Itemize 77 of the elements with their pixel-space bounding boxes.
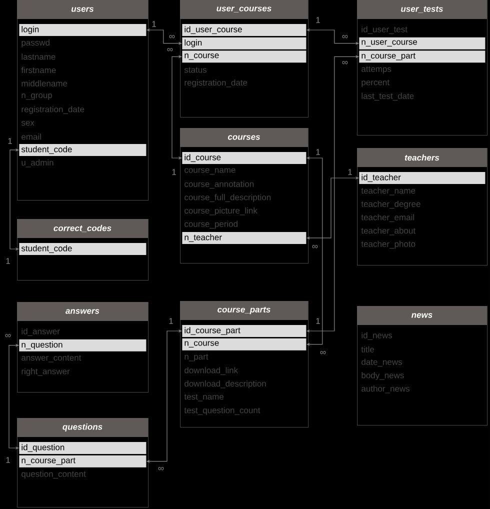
table: news id_news title date_news body_news author_news <box>357 306 488 426</box>
column-name: teacher_email <box>361 214 414 222</box>
column-name: teacher_photo <box>361 240 416 249</box>
cardinality-label: ∞ <box>167 48 173 52</box>
key-field: n_course <box>182 338 306 350</box>
column-name: teacher_name <box>361 187 416 196</box>
cardinality-label: 1 <box>316 17 320 23</box>
column-name: author_news <box>362 385 410 394</box>
cardinality-label: ∞ <box>158 466 164 470</box>
cardinality-label: 1 <box>152 21 156 27</box>
column-name: u_admin <box>22 159 54 168</box>
column-name: firstname <box>21 66 56 74</box>
column-name: email <box>22 134 41 140</box>
column-name: course_picture_link <box>184 207 258 216</box>
column-name: test_question_count <box>184 407 260 415</box>
column-name: course_annotation <box>184 180 254 189</box>
cardinality-label: ∞ <box>5 334 11 338</box>
column-name: middlename <box>22 80 68 86</box>
column-name: course_period <box>184 220 238 229</box>
cardinality-label: 1 <box>316 318 320 324</box>
column-name: teacher_about <box>361 227 416 236</box>
column-name: course_full_description <box>184 194 271 202</box>
column-name: sex <box>21 120 34 126</box>
cardinality-label: 1 <box>172 169 176 175</box>
key-field: id_teacher <box>359 172 486 184</box>
column-name: download_link <box>184 367 238 375</box>
column-name: body_news <box>362 372 404 380</box>
column-name: date_news <box>362 358 402 367</box>
key-field: id_course <box>182 152 306 164</box>
key-field: n_teacher <box>182 232 306 244</box>
column-name: title <box>361 346 374 352</box>
column-name: n_part <box>184 354 208 362</box>
key-field: n_course_part <box>19 455 146 468</box>
key-field: student_code <box>19 243 146 255</box>
column-name: question_content <box>22 470 86 479</box>
column-name: attemps <box>362 66 392 74</box>
key-field: n_user_course <box>359 37 486 50</box>
column-name: passwd <box>22 39 50 48</box>
key-field: login <box>182 37 306 50</box>
cardinality-label: 1 <box>169 318 173 324</box>
key-field: student_code <box>19 144 146 156</box>
column-name: answer_content <box>22 355 82 362</box>
cardinality-label: 1 <box>348 169 352 175</box>
cardinality-label: ∞ <box>312 244 318 248</box>
column-name: status <box>184 67 207 73</box>
node-label: n_course_part <box>22 458 76 465</box>
column-name: id_answer <box>22 328 60 336</box>
cardinality-label: ∞ <box>169 34 175 38</box>
node-label: login <box>184 39 202 48</box>
key-field: n_course_part <box>359 50 486 63</box>
key-field: login <box>19 24 146 36</box>
node-label: n_course <box>184 341 219 348</box>
key-field: n_course <box>182 50 306 63</box>
cardinality-label: 1 <box>316 149 320 155</box>
cardinality-label: 1 <box>8 138 12 144</box>
column-name: registration_date <box>22 106 84 114</box>
column-name: id_user_test <box>362 26 408 34</box>
cardinality-label: ∞ <box>342 60 348 64</box>
key-field: id_user_course <box>182 24 306 36</box>
column-name: right_answer <box>22 368 70 376</box>
column-name: teacher_degree <box>361 200 420 209</box>
key-field: id_course_part <box>182 325 306 337</box>
column-name: last_test_date <box>362 92 414 101</box>
column-name: download_description <box>184 380 266 388</box>
column-name: id_news <box>362 332 392 340</box>
cardinality-label: ∞ <box>342 34 348 38</box>
column-name: n_group <box>22 93 52 100</box>
key-field: n_question <box>19 339 146 352</box>
column-name: course_name <box>184 168 236 174</box>
column-name: registration_date <box>184 79 248 88</box>
column-name: lastname <box>22 54 56 60</box>
cardinality-label: 1 <box>6 258 10 264</box>
cardinality-label: 1 <box>6 457 10 463</box>
key-field: id_question <box>19 442 146 454</box>
column-name: percent <box>362 80 390 87</box>
cardinality-label: ∞ <box>320 350 326 354</box>
column-name: test_name <box>184 394 224 402</box>
